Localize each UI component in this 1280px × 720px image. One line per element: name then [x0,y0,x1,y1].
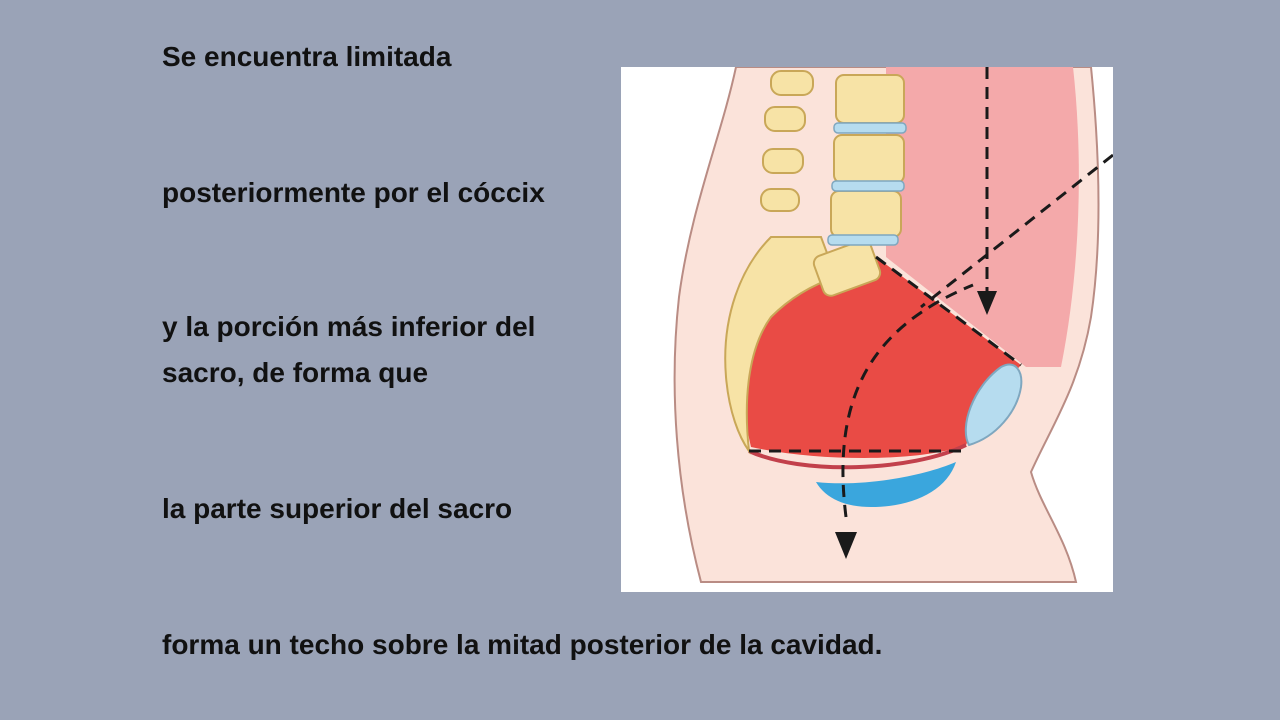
abdominal-cavity [886,67,1079,367]
line-limited: Se encuentra limitada [162,41,452,72]
line-sacrum-lower: y la porción más inferior del sacro, de … [162,311,536,388]
pelvis-diagram [621,67,1113,592]
arrow-down-icon [835,532,857,559]
line-roof: forma un techo sobre la mitad posterior … [162,629,883,660]
pelvic-floor [816,462,956,507]
pelvic-floor-edge [748,443,967,470]
lumbar-spine [760,70,905,297]
sacrum [724,236,838,455]
arrow-down-icon [977,291,997,315]
line-sacrum-upper: la parte superior del sacro [162,493,513,524]
intervertebral-discs [827,122,907,246]
dashed-axis-line [749,67,1113,518]
pelvis-illustration [673,67,1113,583]
pubic-bone [964,363,1023,447]
pelvic-cavity [744,257,1021,459]
line-coccyx: posteriormente por el cóccix [162,177,545,208]
